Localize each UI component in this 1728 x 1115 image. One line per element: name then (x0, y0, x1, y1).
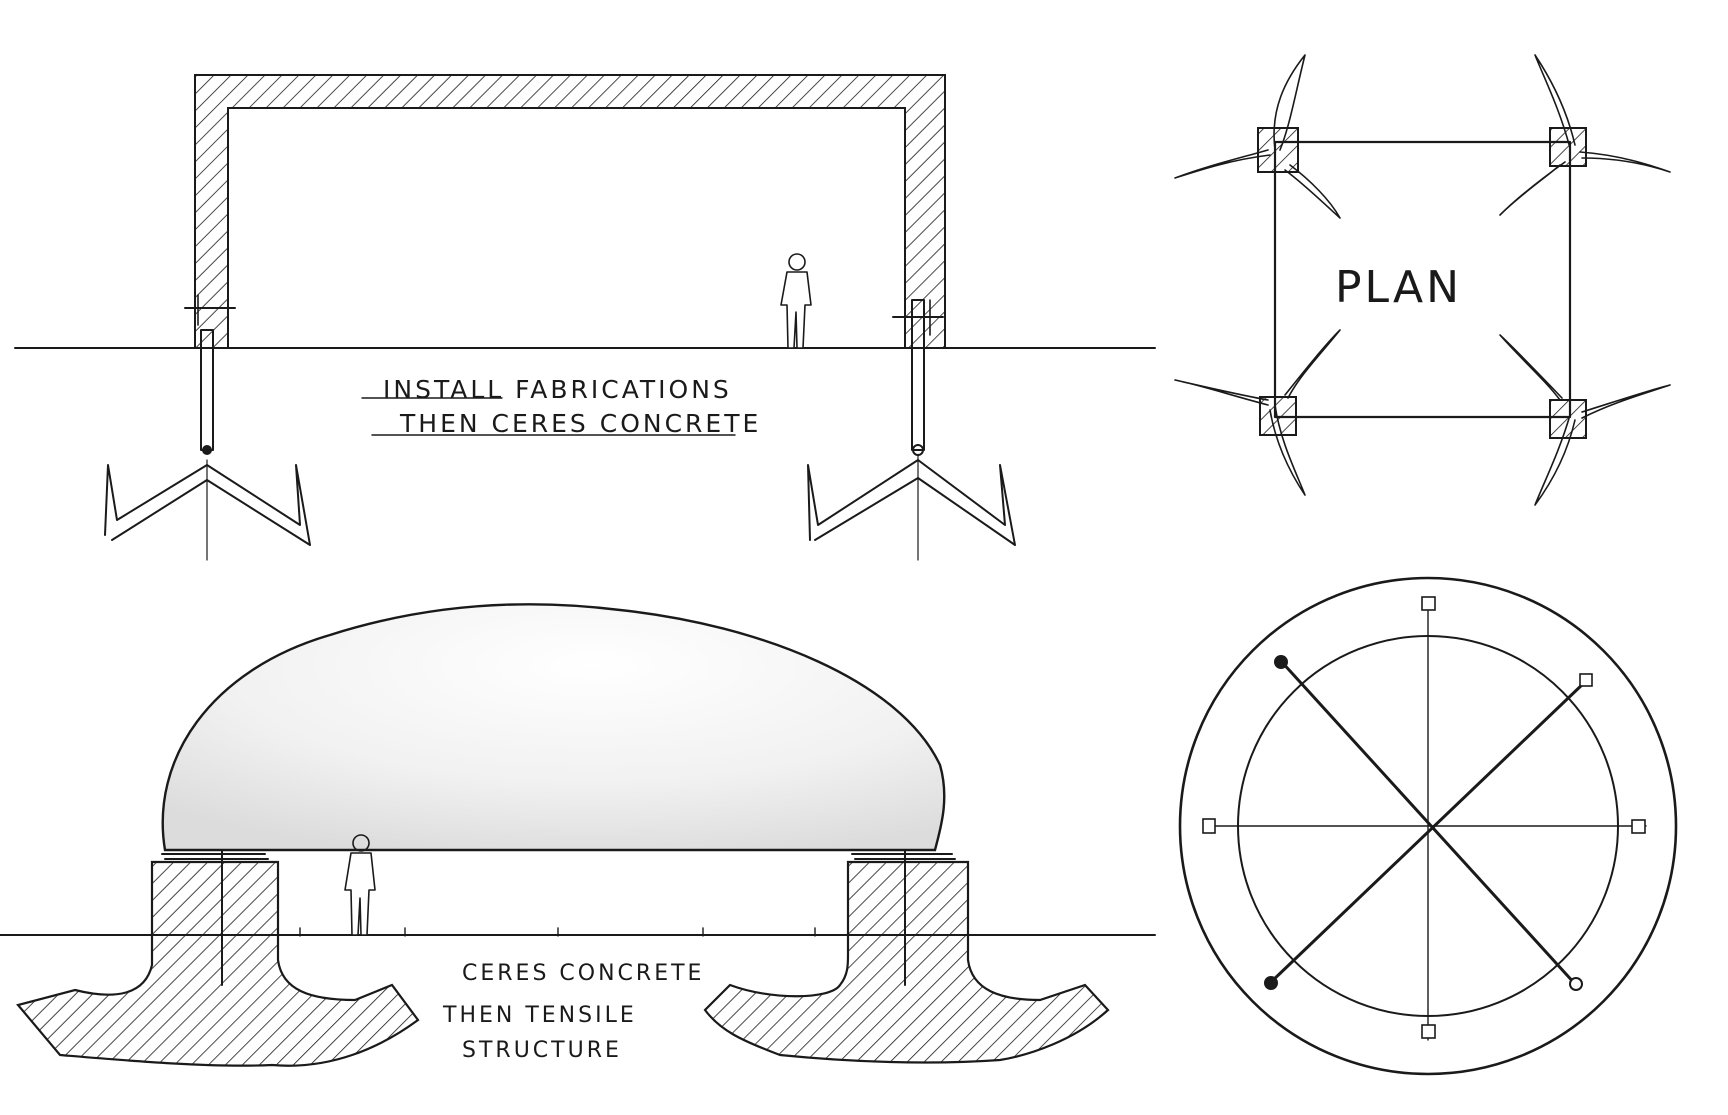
note-line-install-fabrications: INSTALL FABRICATIONS (383, 375, 732, 404)
note-line-structure: STRUCTURE (462, 1038, 622, 1063)
note-line-then-ceres-concrete: THEN CERES CONCRETE (399, 409, 761, 438)
plan-drawing: PLAN (1174, 54, 1671, 506)
cross-cable-a (1278, 658, 1578, 987)
left-foundation-fabrication (104, 294, 311, 561)
circular-plan-drawing (1178, 576, 1678, 1076)
plan-anchor-fins (1174, 54, 1671, 506)
human-figure-top (780, 253, 812, 349)
tensile-note: CERES CONCRETE THEN TENSILE STRUCTURE (442, 961, 704, 1063)
note-line-ceres-concrete: CERES CONCRETE (462, 961, 704, 986)
tensile-membrane (161, 603, 946, 852)
portal-frame (194, 74, 946, 349)
left-concrete-footing (16, 860, 420, 1067)
cross-cable-b (1268, 680, 1587, 985)
right-footing-anchor (851, 849, 956, 986)
human-figure-bottom (344, 834, 376, 936)
plan-post-bottom-right (1549, 399, 1587, 439)
plan-outline (1273, 140, 1572, 419)
outer-ring (1178, 576, 1678, 1076)
right-concrete-footing (703, 860, 1110, 1064)
plan-post-bottom-left (1259, 396, 1297, 436)
fabrication-note: INSTALL FABRICATIONS THEN CERES CONCRETE (361, 375, 761, 438)
frame-section-drawing: INSTALL FABRICATIONS THEN CERES CONCRETE (14, 74, 1156, 561)
note-line-then-tensile: THEN TENSILE (442, 1003, 637, 1028)
perimeter-anchors (1202, 596, 1646, 1039)
tensile-section-drawing: CERES CONCRETE THEN TENSILE STRUCTURE (0, 603, 1156, 1067)
plan-label: PLAN (1335, 262, 1462, 313)
left-footing-anchor (161, 849, 269, 986)
plan-post-top-left (1257, 127, 1299, 173)
plan-post-top-right (1549, 127, 1587, 167)
right-foundation-fabrication (807, 299, 1016, 561)
ground-ticks (299, 927, 816, 937)
